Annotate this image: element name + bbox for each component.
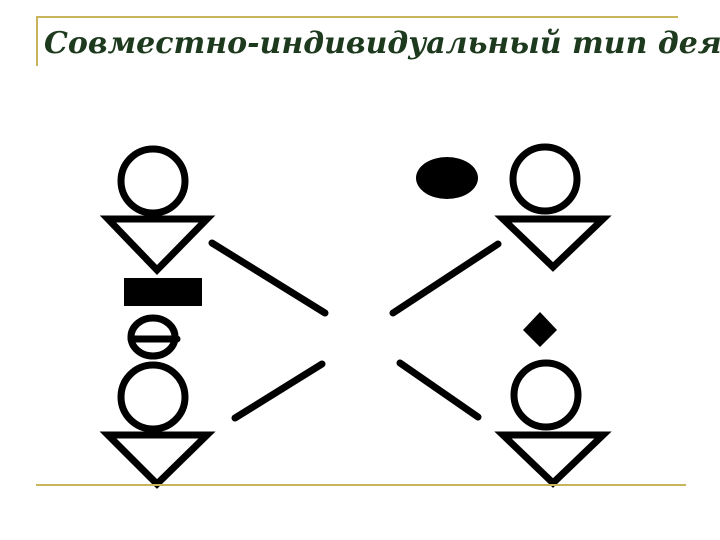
theta-marker [127,314,181,360]
connector-line [396,359,482,421]
participant-head-circle [117,145,189,217]
filled-rectangle-marker [124,278,202,306]
participant-left-top [99,145,216,276]
participant-left-bottom [99,361,216,489]
title-rule-left [36,16,38,66]
participant-body-triangle [99,431,216,489]
connector-line [231,360,326,422]
bottom-rule [36,484,686,486]
participant-head-circle [510,359,582,431]
connector-line [208,239,329,317]
participant-right-top [494,143,612,272]
participant-body-triangle [494,215,612,272]
participant-body-triangle [494,431,612,488]
participant-head-circle [117,361,189,433]
participant-right-bottom [494,359,612,488]
connector-line [389,240,502,317]
filled-diamond-marker [523,312,557,347]
slide-title: Совместно-индивидуальный тип деятельн [44,26,720,61]
participant-head-circle [509,143,581,215]
filled-ellipse-marker [416,157,478,199]
title-rule-top [38,16,678,18]
participant-body-triangle [99,215,216,276]
